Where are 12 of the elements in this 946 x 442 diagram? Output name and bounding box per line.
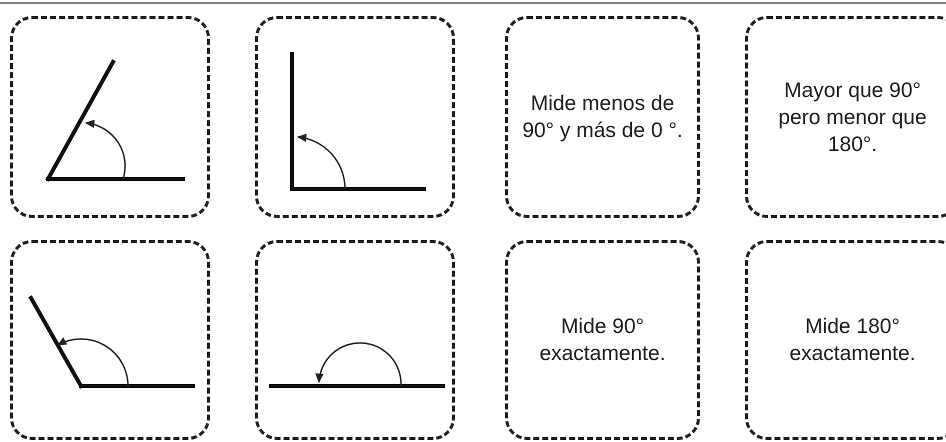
dashed-card [505,240,700,440]
dashed-card [10,16,210,218]
dashed-card [745,240,946,440]
card-text: Mide 180° exactamente. [788,314,917,367]
dashed-card [10,240,210,440]
dashed-card [255,16,455,218]
card-text: Mayor que 90° pero menor que 180°. [777,78,928,158]
dashed-card [255,240,455,440]
card-text: Mide menos de 90° y más de 0 °. [521,91,684,144]
card-text: Mide 90° exactamente. [538,314,667,367]
dashed-card [745,16,946,218]
dashed-card [505,16,700,218]
